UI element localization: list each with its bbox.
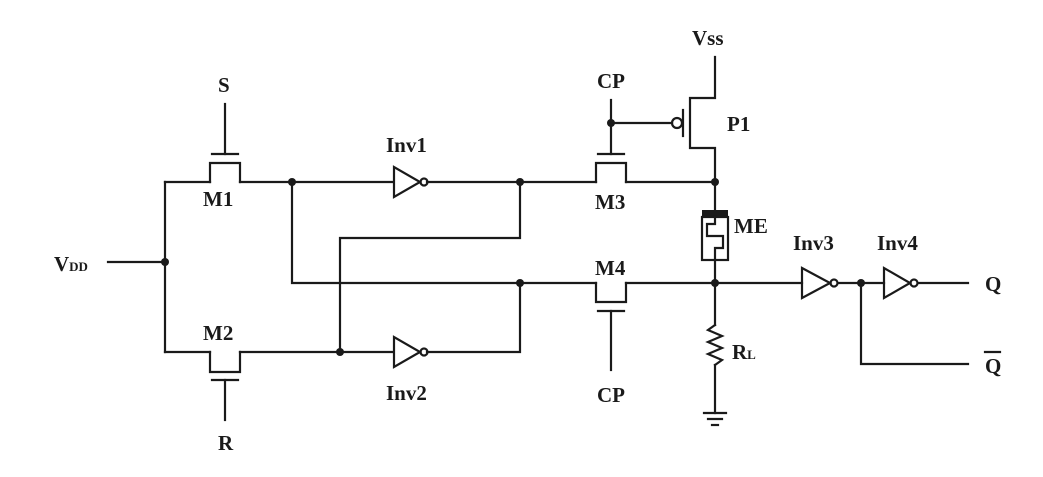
cross-coupling-wires xyxy=(238,180,598,356)
transistor-m4 xyxy=(594,281,804,372)
transistor-m2 xyxy=(208,350,242,422)
label-rl-sub: L xyxy=(747,347,756,362)
label-vdd: VDD xyxy=(54,252,88,276)
label-q-bar: Q xyxy=(983,350,1001,378)
label-inv4: Inv4 xyxy=(877,231,918,255)
transistor-p1 xyxy=(670,55,717,184)
vdd-input-wire xyxy=(106,180,212,354)
inverter-inv2 xyxy=(392,335,429,369)
inverter-inv4 xyxy=(882,266,970,300)
label-vdd-sub: DD xyxy=(69,259,88,274)
inverter-inv1 xyxy=(392,165,429,199)
label-p1: P1 xyxy=(727,112,750,136)
ground-icon xyxy=(702,411,728,427)
label-vdd-main: V xyxy=(54,252,69,276)
label-inv2: Inv2 xyxy=(386,381,427,405)
label-s: S xyxy=(218,73,230,97)
label-me: ME xyxy=(734,214,768,238)
label-m1: M1 xyxy=(203,187,233,211)
label-cp-top: CP xyxy=(597,69,625,93)
label-m4: M4 xyxy=(595,256,626,280)
label-r: R xyxy=(218,431,234,455)
inverter-inv3 xyxy=(800,266,970,366)
label-inv1: Inv1 xyxy=(386,133,427,157)
label-q-bar-text: Q xyxy=(985,354,1001,378)
label-q: Q xyxy=(985,272,1001,296)
label-m2: M2 xyxy=(203,321,233,345)
transistor-m1 xyxy=(208,102,242,184)
memristor-me xyxy=(700,178,730,287)
cp-top-wire xyxy=(607,98,674,127)
label-rl-main: R xyxy=(732,340,748,364)
transistor-m3 xyxy=(594,121,717,184)
label-rl: RL xyxy=(732,340,756,364)
label-inv3: Inv3 xyxy=(793,231,834,255)
label-vss: Vss xyxy=(692,26,724,50)
resistor-rl xyxy=(705,281,725,415)
label-m3: M3 xyxy=(595,190,625,214)
label-cp-bottom: CP xyxy=(597,383,625,407)
